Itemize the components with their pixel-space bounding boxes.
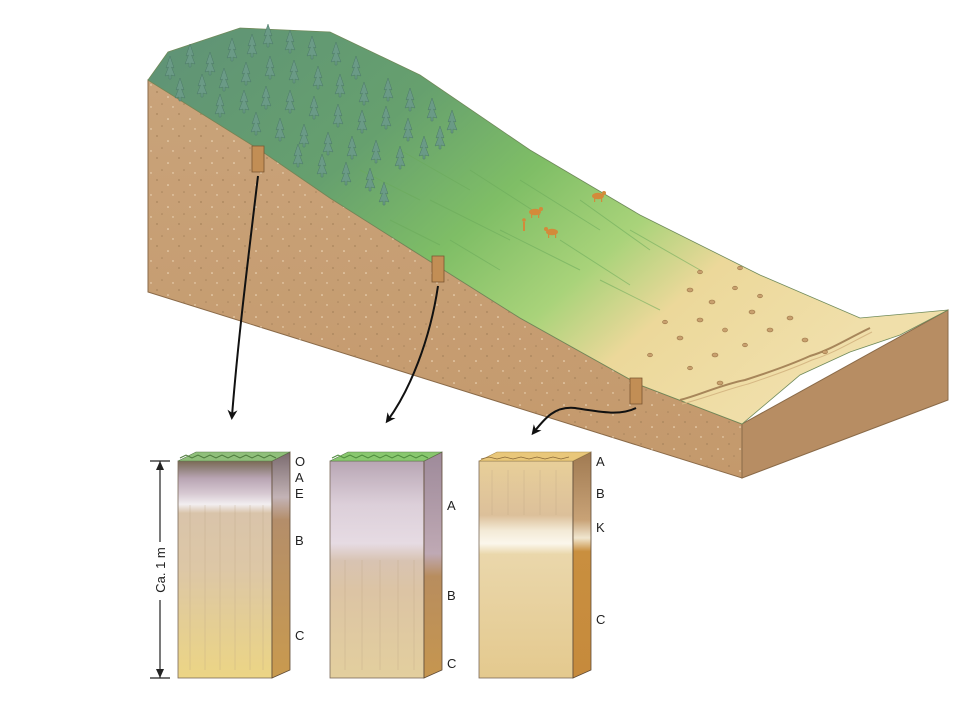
forest-horizon-labels: O A E B C	[295, 454, 305, 643]
horizon-label: B	[295, 533, 304, 548]
grazing-animals	[522, 191, 606, 238]
grazing-animal-icon	[529, 207, 543, 218]
rock-icon	[686, 287, 694, 293]
arrow-icon	[531, 406, 637, 436]
horizon-label: O	[295, 454, 305, 469]
horizon-label: A	[596, 454, 605, 469]
horizon-label: C	[447, 656, 456, 671]
grassland-soil-profile	[329, 451, 443, 679]
desert-rocks	[647, 265, 828, 386]
river-icon	[679, 327, 871, 401]
forest-soil-pit	[251, 145, 265, 173]
arrow-icon	[385, 285, 439, 424]
connector-arrows	[227, 175, 637, 436]
desert-soil-profile	[478, 451, 592, 679]
scale-label: Ca. 1 m	[153, 547, 168, 593]
scale-bar	[150, 460, 170, 679]
horizon-label: B	[447, 588, 456, 603]
grassland-horizon-labels: A B C	[447, 498, 456, 671]
horizon-label: K	[596, 520, 605, 535]
horizon-label: E	[295, 486, 304, 501]
grassland-texture	[359, 149, 701, 311]
horizon-label: A	[447, 498, 456, 513]
soil-pits	[251, 145, 643, 405]
forest-soil-profile	[177, 451, 291, 679]
desert-soil-pit	[629, 377, 643, 405]
desert-horizon-labels: A B K C	[596, 454, 605, 627]
grassland-soil-pit	[431, 255, 445, 283]
horizon-label: C	[596, 612, 605, 627]
arrow-icon	[227, 175, 259, 420]
horizon-label: C	[295, 628, 304, 643]
horizon-label: B	[596, 486, 605, 501]
landscape-block	[147, 23, 949, 479]
horizon-label: A	[295, 470, 304, 485]
